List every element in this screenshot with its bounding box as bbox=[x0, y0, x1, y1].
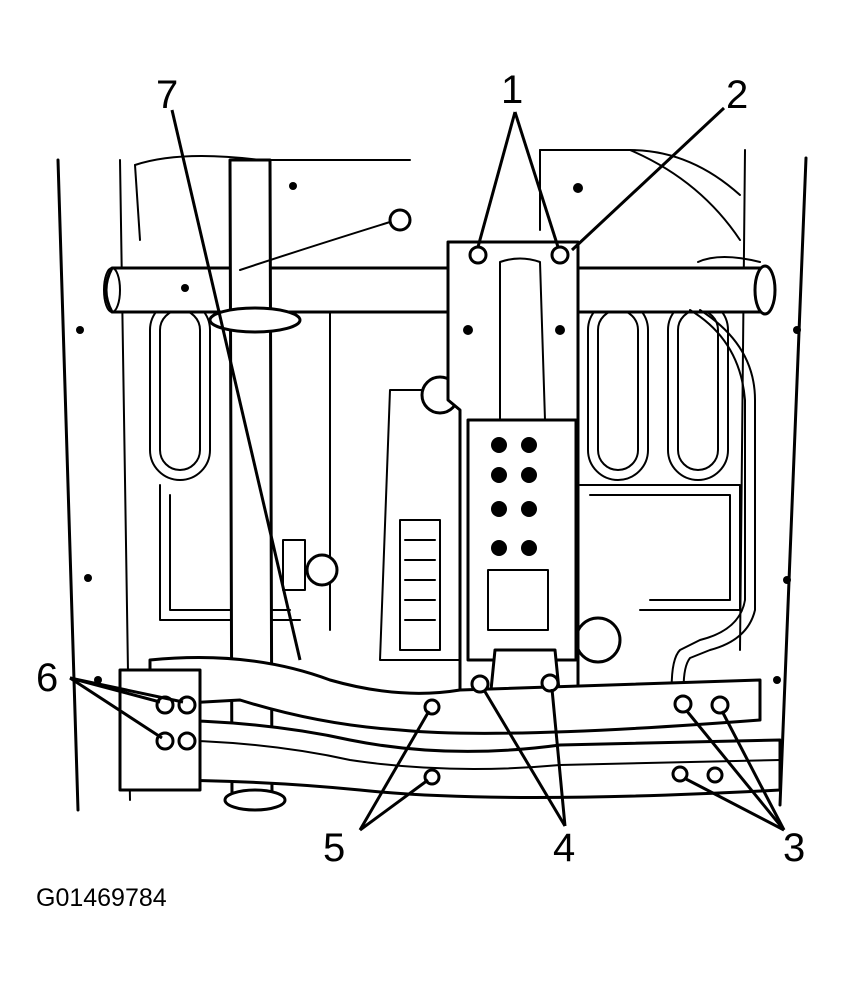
bolt-4a bbox=[470, 674, 490, 694]
fuel-lines bbox=[670, 256, 761, 701]
bolt-6d bbox=[177, 731, 197, 751]
leader-lines bbox=[69, 106, 786, 832]
bolt-3b bbox=[710, 695, 730, 715]
callout-2: 2 bbox=[726, 73, 749, 117]
bolt-1b bbox=[550, 245, 570, 265]
exhaust-pipe bbox=[208, 158, 302, 812]
bolt-4b bbox=[540, 673, 560, 693]
frame-holes bbox=[76, 182, 801, 684]
callout-7: 7 bbox=[156, 73, 179, 117]
bolt-6b bbox=[177, 695, 197, 715]
callout-6: 6 bbox=[36, 656, 59, 700]
callout-4: 4 bbox=[553, 826, 576, 870]
callout-3: 3 bbox=[783, 826, 806, 870]
bolt-3d bbox=[706, 766, 724, 784]
figure-id: G01469784 bbox=[36, 884, 167, 912]
cross-tube bbox=[103, 264, 777, 316]
bolt-1a bbox=[468, 245, 488, 265]
callout-1: 1 bbox=[501, 68, 524, 112]
bolt-5b bbox=[423, 768, 441, 786]
bolt-5a bbox=[423, 698, 441, 716]
rear-crossmember bbox=[118, 656, 782, 799]
bolts bbox=[155, 245, 730, 786]
mounting-bracket bbox=[446, 240, 580, 702]
callout-5: 5 bbox=[323, 826, 346, 870]
bolt-3a bbox=[673, 694, 693, 714]
bolt-3c bbox=[671, 765, 689, 783]
